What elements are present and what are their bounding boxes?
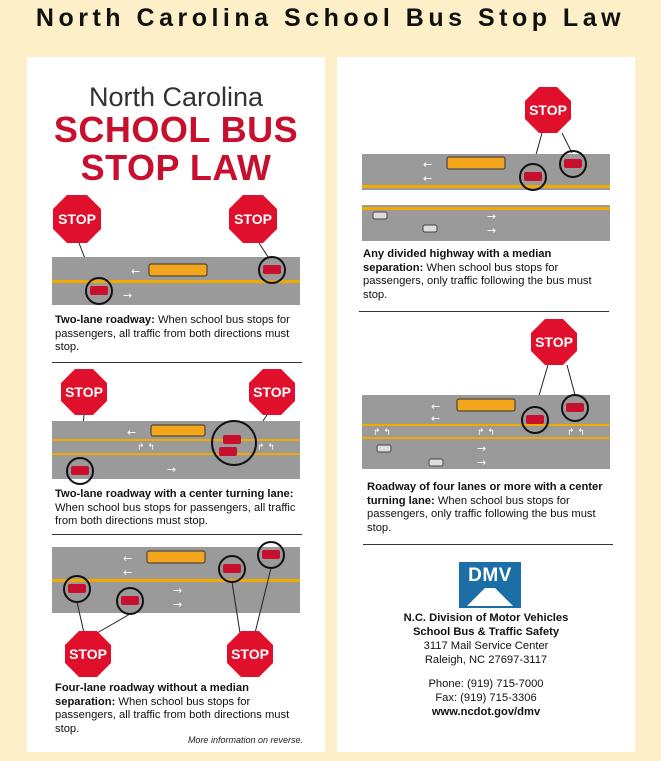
stop-sign-icon: STOP	[229, 195, 277, 243]
caption-two-lane: Two-lane roadway: When school bus stops …	[55, 314, 290, 353]
title-line-1: North Carolina	[88, 82, 264, 112]
svg-text:→: →	[477, 456, 486, 469]
stop-sign-icon: STOP	[65, 631, 111, 677]
divider	[363, 544, 613, 545]
svg-text:←: ←	[423, 158, 432, 171]
svg-text:STOP: STOP	[529, 102, 567, 118]
svg-text:←: ←	[123, 552, 132, 565]
svg-text:←: ←	[423, 172, 432, 185]
svg-text:→: →	[173, 584, 182, 597]
svg-text:←: ←	[131, 265, 140, 278]
right-panel: STOP ← ← → → Any divided highway with a …	[337, 57, 635, 752]
divider	[359, 311, 609, 312]
more-info-note: More information on reverse.	[187, 735, 303, 745]
svg-text:↱ ↰: ↱ ↰	[373, 428, 391, 438]
stop-sign-icon: STOP	[249, 369, 295, 415]
stop-sign-icon: STOP	[227, 631, 273, 677]
four-lane-diagram: ← ← → → STOP STOP	[52, 541, 300, 677]
school-bus-icon	[146, 550, 206, 564]
website-link[interactable]: www.ncdot.gov/dmv	[431, 706, 541, 718]
two-lane-diagram: STOP STOP ← →	[52, 195, 300, 305]
car-icon	[223, 435, 241, 444]
svg-text:←: ←	[431, 400, 440, 413]
svg-text:→: →	[173, 598, 182, 611]
car-icon	[219, 447, 237, 456]
fax: Fax: (919) 715-3306	[435, 692, 537, 704]
caption-four-lane-center: Roadway of four lanes or more with a cen…	[367, 481, 603, 534]
svg-text:↱ ↰: ↱ ↰	[567, 428, 585, 438]
divider	[52, 362, 302, 363]
school-bus-icon	[446, 156, 506, 170]
phone: Phone: (919) 715-7000	[428, 678, 544, 690]
svg-text:↱ ↰: ↱ ↰	[477, 428, 495, 438]
divided-highway-diagram: STOP ← ← → →	[362, 87, 610, 241]
school-bus-icon	[456, 398, 516, 412]
dmv-logo: DMV	[459, 562, 521, 608]
svg-text:←: ←	[127, 426, 136, 439]
svg-text:→: →	[477, 442, 486, 455]
svg-text:→: →	[123, 289, 132, 302]
caption-four-lane: Four-lane roadway without a median separ…	[55, 682, 290, 735]
page-banner: North Carolina School Bus Stop Law	[35, 4, 626, 32]
car-icon	[71, 466, 89, 475]
left-panel: North Carolina SCHOOL BUS STOP LAW STOP …	[27, 57, 325, 752]
stop-sign-icon: STOP	[531, 319, 577, 365]
svg-text:→: →	[487, 224, 496, 237]
org-name: N.C. Division of Motor Vehicles	[403, 612, 569, 624]
svg-text:↱ ↰: ↱ ↰	[137, 443, 155, 453]
svg-text:STOP: STOP	[535, 334, 573, 350]
title-line-2: SCHOOL BUS	[53, 109, 299, 150]
org-dept: School Bus & Traffic Safety	[412, 626, 560, 638]
svg-text:→: →	[167, 463, 176, 476]
stop-text: STOP	[234, 211, 272, 227]
title-line-3: STOP LAW	[80, 147, 272, 188]
car-icon	[90, 286, 108, 295]
caption-center-lane: Two-lane roadway with a center turning l…	[55, 488, 296, 527]
four-lane-center-turn-diagram: STOP ← ← ↱ ↰ ↱ ↰ ↱ ↰ → →	[362, 319, 610, 469]
school-bus-icon	[150, 424, 206, 437]
stop-text: STOP	[58, 211, 96, 227]
school-bus-icon	[148, 263, 208, 277]
svg-text:←: ←	[431, 412, 440, 425]
car-icon	[263, 265, 281, 274]
stop-sign-icon: STOP	[53, 195, 101, 243]
caption-divided-highway: Any divided highway with a median separa…	[363, 248, 592, 301]
svg-text:STOP: STOP	[231, 646, 269, 662]
svg-text:STOP: STOP	[69, 646, 107, 662]
center-line	[52, 280, 300, 283]
svg-text:STOP: STOP	[253, 384, 291, 400]
stop-sign-icon: STOP	[61, 369, 107, 415]
center-turning-lane-diagram: STOP STOP ← ↱ ↰ ↱ ↰ →	[52, 369, 300, 485]
svg-text:STOP: STOP	[65, 384, 103, 400]
svg-text:→: →	[487, 210, 496, 223]
address-line-1: 3117 Mail Service Center	[423, 640, 549, 652]
svg-text:←: ←	[123, 566, 132, 579]
stop-sign-icon: STOP	[525, 87, 571, 133]
address-line-2: Raleigh, NC 27697-3117	[424, 654, 548, 666]
svg-text:↱ ↰: ↱ ↰	[257, 443, 275, 453]
divider	[52, 534, 302, 535]
